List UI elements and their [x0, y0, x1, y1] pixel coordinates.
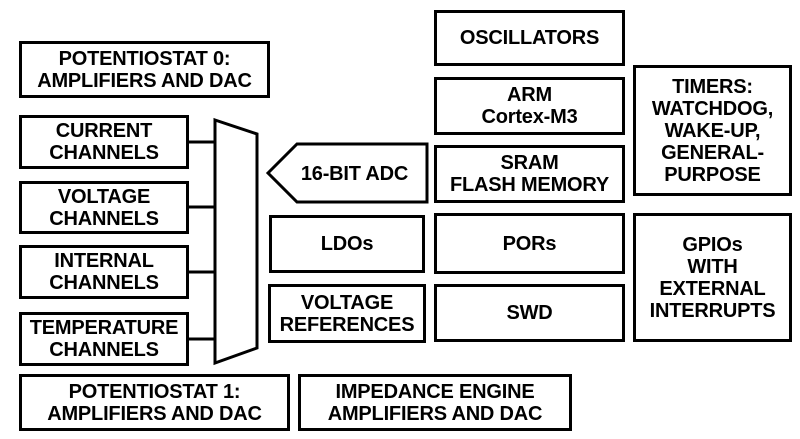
- block-16bit-adc-label: 16-BIT ADC: [300, 162, 409, 185]
- block-arm-cortex-m3: ARM Cortex-M3: [434, 77, 625, 135]
- block-internal-channels: INTERNAL CHANNELS: [19, 245, 189, 299]
- block-voltage-channels: VOLTAGE CHANNELS: [19, 181, 189, 234]
- adc-pentagon-shape: [265, 142, 429, 204]
- block-timers: TIMERS: WATCHDOG, WAKE-UP, GENERAL- PURP…: [633, 65, 792, 196]
- block-swd: SWD: [434, 284, 625, 342]
- block-potentiostat-0: POTENTIOSTAT 0: AMPLIFIERS AND DAC: [19, 41, 270, 98]
- block-oscillators: OSCILLATORS: [434, 10, 625, 66]
- block-potentiostat-1: POTENTIOSTAT 1: AMPLIFIERS AND DAC: [19, 374, 290, 431]
- mux-trapezoid-shape: [213, 117, 259, 366]
- block-current-channels: CURRENT CHANNELS: [19, 115, 189, 169]
- block-ldos: LDOs: [269, 215, 425, 273]
- block-gpios: GPIOs WITH EXTERNAL INTERRUPTS: [633, 213, 792, 342]
- block-impedance-engine: IMPEDANCE ENGINE AMPLIFIERS AND DAC: [298, 374, 572, 431]
- block-sram-flash-memory: SRAM FLASH MEMORY: [434, 145, 625, 203]
- block-temperature-channels: TEMPERATURE CHANNELS: [19, 312, 189, 366]
- block-voltage-references: VOLTAGE REFERENCES: [268, 284, 426, 343]
- block-pors: PORs: [434, 213, 625, 274]
